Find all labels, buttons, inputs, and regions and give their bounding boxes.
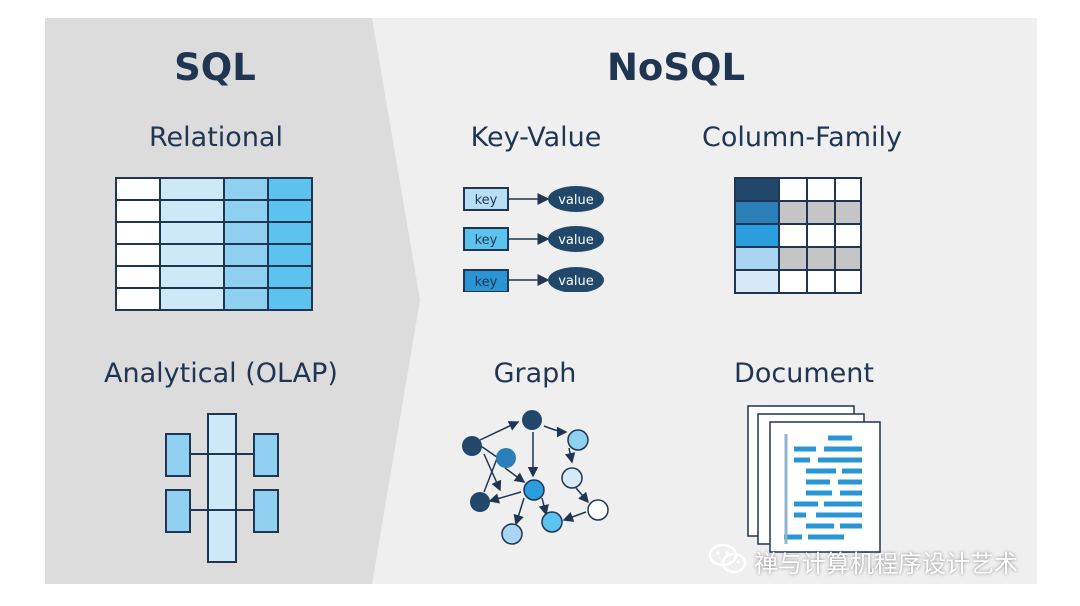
kv-pair: key value [463, 267, 604, 292]
document-label: Document [734, 358, 874, 389]
kv-pair: key value [463, 226, 604, 252]
graph-node [462, 436, 482, 456]
column-family-icon [734, 177, 862, 294]
kv-key-text: key [475, 275, 498, 290]
key-value-label: Key-Value [470, 122, 602, 153]
graph-node [501, 523, 523, 545]
graph-node [470, 492, 490, 512]
watermark: 禅与计算机程序设计艺术 [708, 540, 1068, 580]
kv-value-text: value [558, 233, 594, 248]
graph-node [567, 429, 589, 451]
graph-node [541, 511, 563, 533]
nosql-title: NoSQL [606, 46, 746, 89]
graph-node [587, 499, 609, 521]
document-icon [747, 405, 881, 553]
olap-cube-icon [165, 413, 279, 563]
kv-key-text: key [475, 193, 498, 208]
kv-value-text: value [558, 193, 594, 208]
graph-label: Graph [493, 358, 577, 389]
graph-node [561, 467, 583, 489]
sql-title: SQL [174, 46, 256, 89]
kv-pair: key value [463, 186, 604, 212]
graph-icon [462, 410, 609, 545]
olap-label: Analytical (OLAP) [104, 358, 338, 389]
kv-key-text: key [475, 233, 498, 248]
graph-node [496, 448, 516, 468]
kv-value-text: value [558, 274, 594, 289]
relational-table-icon [115, 177, 313, 311]
wechat-icon [708, 543, 747, 574]
relational-label: Relational [149, 122, 283, 153]
column-family-label: Column-Family [701, 122, 903, 153]
graph-node [523, 479, 545, 501]
graph-node [522, 410, 542, 430]
key-value-icon: key value key value key value [463, 186, 604, 292]
watermark-text: 禅与计算机程序设计艺术 [754, 550, 1018, 578]
